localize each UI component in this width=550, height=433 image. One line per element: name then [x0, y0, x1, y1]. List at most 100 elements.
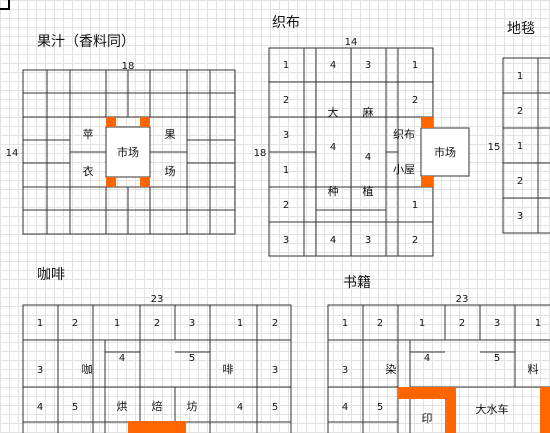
cell-label: 3	[37, 365, 43, 376]
accent-block	[445, 399, 456, 433]
cell-label: 2	[517, 176, 523, 187]
cell-label: 植	[363, 184, 374, 198]
cell-label: 2	[377, 318, 383, 329]
cell-label: 坊	[187, 399, 198, 413]
cell-label: 3	[283, 235, 289, 246]
cell-label: 1	[419, 318, 425, 329]
cell-label: 1	[283, 165, 289, 176]
cell-label: 苹	[83, 127, 94, 141]
window-corner-mark	[0, 0, 10, 10]
layout-title: 地毯	[507, 21, 535, 37]
cell-label: 4	[342, 402, 348, 413]
cell-label: 3	[365, 60, 371, 71]
dimension-top: 23	[456, 294, 469, 305]
cell-label: 果	[165, 128, 176, 141]
cell-label: 3	[189, 318, 195, 329]
cell-label: 衣	[83, 164, 94, 178]
layout-cloth: 织布 14 18 1 4 3 1 2 大 麻 2 3 4 4 织布 小屋 市	[254, 15, 470, 257]
cell-label: 2	[412, 95, 418, 106]
cell-label: 料	[528, 362, 539, 376]
cell-label: 4	[330, 235, 336, 246]
cell-label: 3	[494, 318, 500, 329]
cell-label: 市场	[434, 145, 456, 159]
layout-juice: 果汁（香料同） 18 14 苹 果 衣 场 市场	[6, 34, 236, 235]
plot-outline	[22, 304, 292, 433]
cell-label: 2	[154, 318, 160, 329]
layout-title: 书籍	[343, 274, 371, 291]
cell-label: 1	[37, 318, 43, 329]
cell-label: 3	[283, 130, 289, 141]
layout-title: 咖啡	[37, 267, 65, 283]
cell-label: 2	[517, 106, 523, 117]
cell-label: 1	[237, 318, 243, 329]
cell-label: 5	[272, 402, 278, 413]
cell-label: 5	[72, 402, 78, 413]
cell-label: 染	[386, 362, 397, 376]
cell-label: 3	[517, 211, 523, 222]
cell-label: 4	[424, 353, 430, 364]
cell-label: 织布	[393, 128, 415, 141]
cell-label: 1	[342, 318, 348, 329]
market-block	[105, 126, 151, 178]
cell-label: 场	[165, 164, 176, 178]
cell-label: 1	[412, 60, 418, 71]
cell-label: 3	[365, 235, 371, 246]
layout-books: 书籍 23 23 1 2 1 2 3 1 4 5 3 染 料 4 5 印	[314, 274, 550, 433]
accent-block	[106, 117, 116, 127]
cell-label: 1	[283, 60, 289, 71]
cell-label: 4	[330, 142, 336, 153]
cell-label: 5	[377, 402, 383, 413]
dimension-side: 15	[488, 142, 501, 153]
cell-label: 1	[412, 200, 418, 211]
cell-label: 2	[72, 318, 78, 329]
cell-label: 5	[189, 353, 195, 364]
cell-label: 5	[494, 353, 500, 364]
layout-carpet: 地毯 15 1 2 1 2 3	[488, 21, 550, 234]
cell-label: 2	[283, 95, 289, 106]
cell-label: 印	[422, 412, 433, 425]
cell-label: 1	[114, 318, 120, 329]
accent-block	[128, 421, 186, 433]
cell-label: 4	[237, 402, 243, 413]
cell-label: 2	[459, 318, 465, 329]
dimension-top: 23	[151, 294, 164, 305]
layout-coffee: 咖啡 23 23 1 2 1 2 3 1 2 4 5 3 咖 啡 3 4 5 烘	[2, 267, 292, 433]
accent-block	[106, 177, 116, 187]
cell-label: 2	[283, 200, 289, 211]
cell-label: 3	[342, 365, 348, 376]
accent-block	[540, 387, 550, 433]
cell-label: 啡	[223, 363, 234, 376]
cell-label: 市场	[117, 145, 139, 159]
cell-label: 4	[119, 353, 125, 364]
accent-block	[421, 117, 433, 128]
layout-title: 果汁（香料同）	[37, 34, 135, 50]
plot-outline	[502, 57, 550, 234]
plot-outline	[327, 304, 550, 433]
cell-label: 2	[412, 235, 418, 246]
cell-label: 大	[328, 105, 339, 119]
cell-label: 小屋	[393, 163, 415, 176]
cell-label: 4	[365, 152, 371, 163]
cell-label: 1	[517, 71, 523, 82]
market-block	[420, 127, 470, 177]
cell-label: 4	[37, 402, 43, 413]
plot-outline	[22, 69, 236, 235]
cell-label: 1	[535, 318, 541, 329]
cell-label: 麻	[363, 105, 374, 119]
cell-label: 1	[517, 141, 523, 152]
accent-block	[140, 117, 150, 127]
dimension-side: 14	[6, 148, 19, 159]
dimension-top: 14	[345, 37, 358, 48]
accent-block	[140, 177, 150, 187]
dimension-top: 18	[122, 61, 135, 72]
cell-label: 4	[330, 60, 336, 71]
layout-title: 织布	[272, 15, 300, 31]
dimension-side: 18	[254, 148, 267, 159]
cell-label: 咖	[82, 362, 93, 376]
accent-block	[398, 387, 456, 399]
cell-label: 2	[272, 318, 278, 329]
cell-label: 种	[328, 184, 339, 198]
accent-block	[421, 176, 433, 187]
cell-label: 大水车	[476, 402, 509, 416]
